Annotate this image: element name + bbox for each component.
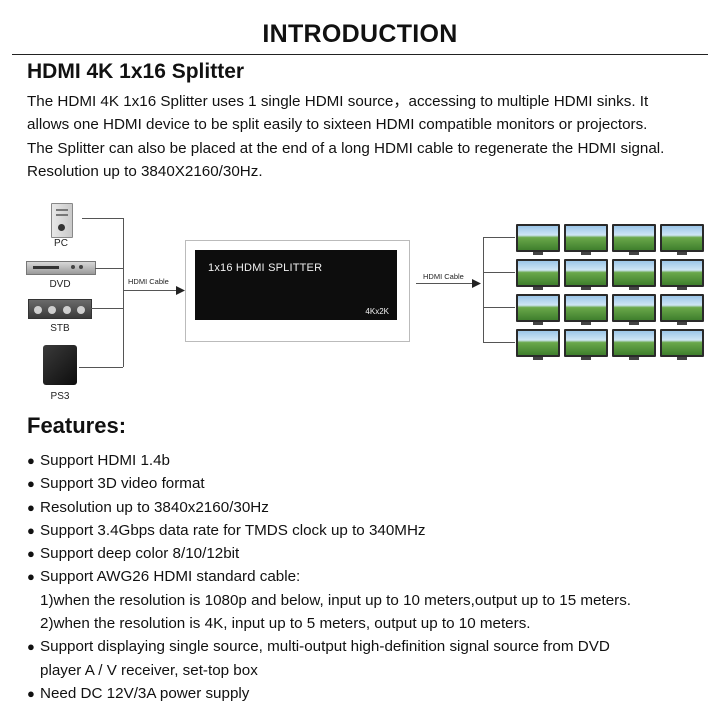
feature-text: Support 3D video format [40, 475, 205, 493]
set-top-box-icon [28, 299, 92, 319]
feature-item: ● Support AWG26 HDMI standard cable: [27, 565, 707, 588]
feature-text: Support deep color 8/10/12bit [40, 545, 240, 563]
feature-subitem: 1)when the resolution is 1080p and below… [27, 589, 707, 636]
monitor-icon [612, 294, 656, 325]
feature-text: Support 3.4Gbps data rate for TMDS clock… [40, 521, 426, 539]
connector-line [483, 342, 515, 343]
connection-diagram: PC DVD STB PS3 HDMI Cable HDMI Cable [0, 195, 720, 410]
bullet-icon: ● [27, 499, 35, 515]
bullet-icon: ● [27, 685, 35, 701]
source-label-ps3: PS3 [50, 391, 70, 402]
monitor-icon [564, 259, 608, 290]
feature-text: 2)when the resolution is 4K, input up to… [40, 615, 531, 633]
source-label-dvd: DVD [49, 279, 71, 290]
monitor-icon [516, 329, 560, 360]
feature-item: ● Support deep color 8/10/12bit [27, 542, 707, 565]
monitor-icon [612, 259, 656, 290]
output-cable-label: HDMI Cable [423, 272, 464, 281]
feature-text: Support displaying single source, multi-… [40, 638, 610, 656]
connector-line [82, 218, 123, 219]
title-divider [12, 54, 708, 55]
pc-icon [51, 203, 73, 238]
output-cable-line [416, 283, 475, 284]
feature-item: ● Need DC 12V/3A power supply [27, 682, 707, 705]
splitter-name: 1x16 HDMI SPLITTER [208, 262, 323, 274]
source-label-pc: PC [54, 238, 68, 249]
monitor-icon [564, 294, 608, 325]
source-label-stb: STB [50, 323, 70, 334]
feature-text: Need DC 12V/3A power supply [40, 684, 250, 702]
feature-item: ● Support displaying single source, mult… [27, 635, 707, 682]
product-heading: HDMI 4K 1x16 Splitter [27, 60, 245, 83]
connector-line [79, 367, 123, 368]
bullet-icon: ● [27, 476, 35, 492]
feature-text: Resolution up to 3840x2160/30Hz [40, 498, 269, 516]
intro-line: Resolution up to 3840X2160/30Hz. [27, 162, 263, 180]
feature-item: ● Support HDMI 1.4b [27, 449, 707, 472]
monitor-grid [516, 224, 708, 364]
feature-item: ● Support 3.4Gbps data rate for TMDS clo… [27, 519, 707, 542]
monitor-icon [564, 224, 608, 255]
feature-item: ● Support 3D video format [27, 472, 707, 495]
input-cable-line [123, 290, 180, 291]
input-cable-label: HDMI Cable [128, 277, 169, 286]
connector-line [91, 308, 123, 309]
arrow-right-icon [176, 286, 185, 295]
monitor-icon [516, 259, 560, 290]
connector-line [483, 237, 484, 342]
features-list: ● Support HDMI 1.4b ● Support 3D video f… [27, 449, 707, 705]
splitter-device: 1x16 HDMI SPLITTER 4Kx2K [195, 250, 397, 320]
dvd-player-icon [26, 261, 96, 275]
intro-line: The HDMI 4K 1x16 Splitter uses 1 single … [27, 93, 649, 110]
feature-item: ● Resolution up to 3840x2160/30Hz [27, 496, 707, 519]
monitor-icon [564, 329, 608, 360]
monitor-icon [612, 224, 656, 255]
bullet-icon: ● [27, 453, 35, 468]
feature-text: player A / V receiver, set-top box [40, 661, 258, 679]
monitor-icon [612, 329, 656, 360]
intro-paragraph: The HDMI 4K 1x16 Splitter uses 1 single … [27, 90, 707, 183]
page-title: INTRODUCTION [262, 20, 458, 48]
bullet-icon: ● [27, 569, 35, 585]
monitor-icon [516, 294, 560, 325]
connector-line [483, 237, 515, 238]
monitor-icon [660, 294, 704, 325]
splitter-model: 4Kx2K [365, 307, 389, 316]
feature-text: Support AWG26 HDMI standard cable: [40, 568, 301, 586]
feature-text: Support HDMI 1.4b [40, 452, 170, 469]
ps3-console-icon [43, 345, 77, 385]
intro-line: allows one HDMI device to be split easil… [27, 116, 648, 134]
connector-line [483, 307, 515, 308]
bullet-icon: ● [27, 522, 35, 538]
monitor-icon [660, 224, 704, 255]
monitor-icon [660, 329, 704, 360]
connector-line [123, 218, 124, 367]
bullet-icon: ● [27, 546, 35, 562]
bullet-icon: ● [27, 639, 35, 655]
connector-line [95, 268, 123, 269]
connector-line [483, 272, 515, 273]
feature-text: 1)when the resolution is 1080p and below… [40, 591, 632, 609]
monitor-icon [660, 259, 704, 290]
arrow-right-icon [472, 279, 481, 288]
monitor-icon [516, 224, 560, 255]
features-heading: Features: [27, 413, 127, 438]
intro-line: The Splitter can also be placed at the e… [27, 139, 665, 157]
